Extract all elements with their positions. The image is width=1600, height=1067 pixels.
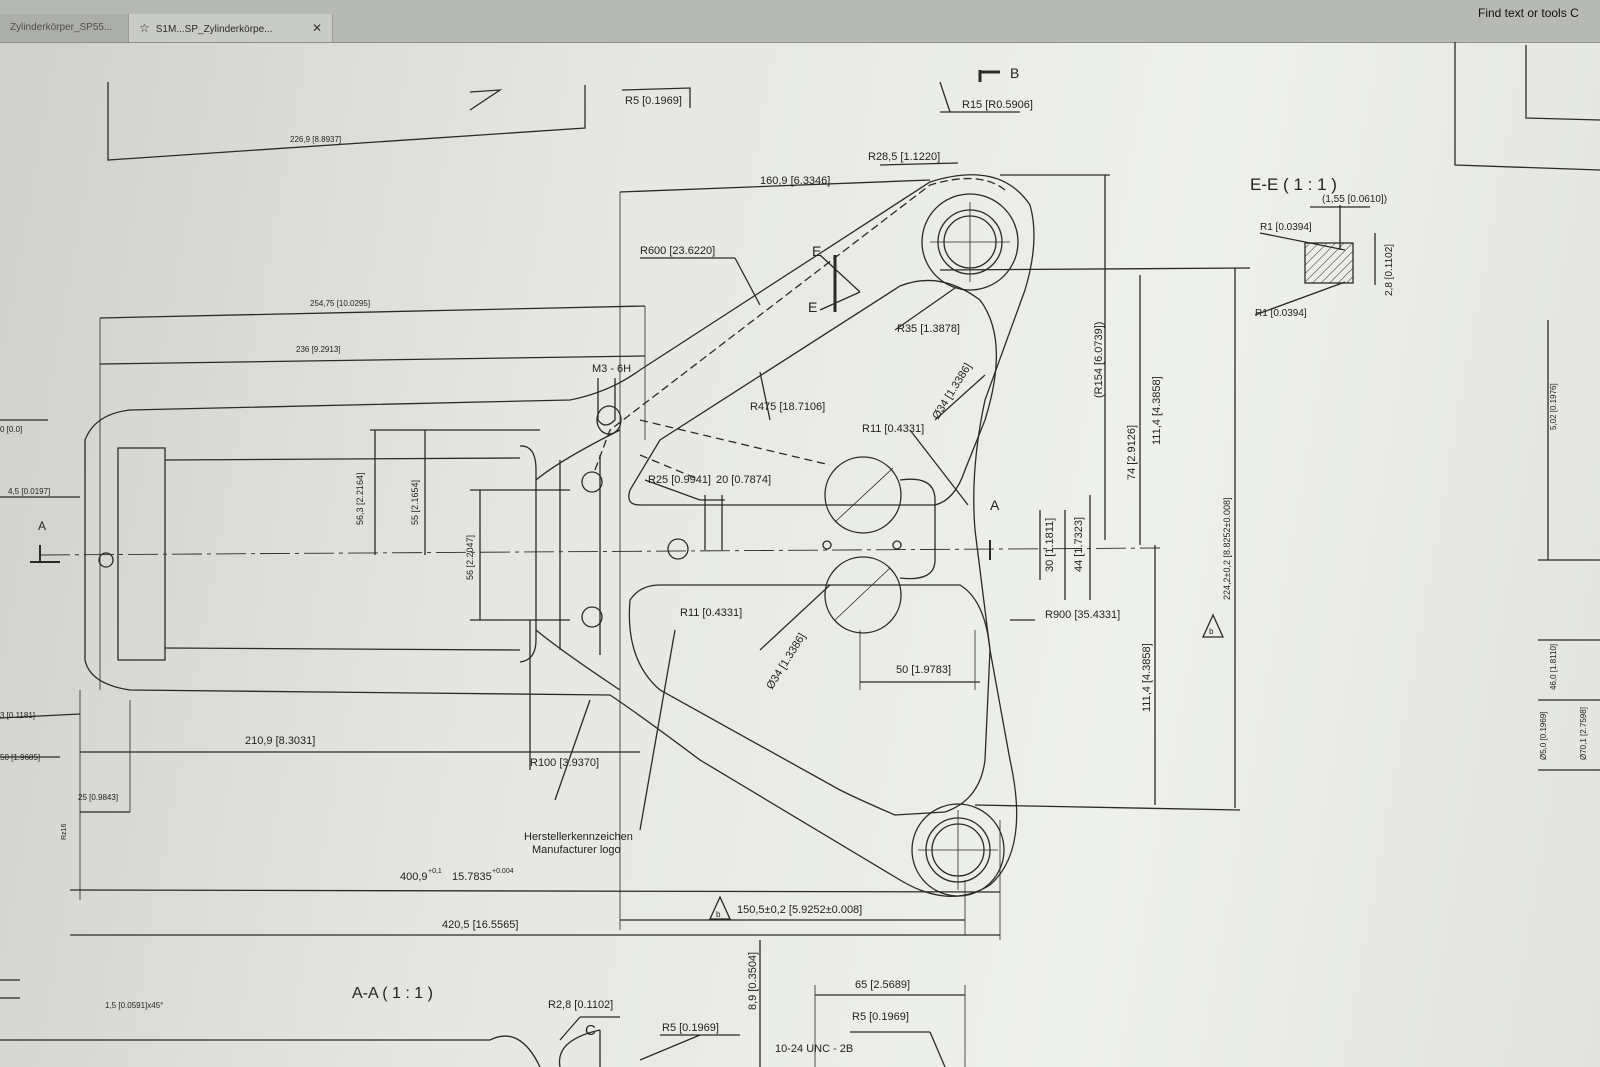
- dim-56-3: 56,3 [2.2164]: [355, 472, 365, 525]
- dim-400-9-tol: +0,1: [428, 868, 442, 875]
- dim-r35: R35 [1.3878]: [897, 323, 960, 335]
- dim-420-5: 420,5 [16.5565]: [442, 919, 518, 931]
- dim-400-9-inch-tol: +0.004: [492, 868, 514, 875]
- close-icon[interactable]: ✕: [311, 21, 322, 35]
- section-mark-e-bottom: E: [808, 299, 817, 315]
- datum-b-label-2: b: [716, 910, 721, 919]
- dim-aa-8-9: 8,9 [0.3504]: [747, 952, 759, 1010]
- dim-224-2: 224,2±0,2 [8.8252±0.008]: [1222, 498, 1232, 600]
- dim-56: 56 [2.2047]: [465, 535, 475, 580]
- dim-400-9-inch: 15.7835: [452, 871, 492, 883]
- dim-ee-r1-bottom: R1 [0.0394]: [1255, 308, 1307, 319]
- dim-r25: R25 [0.9941]: [648, 474, 711, 486]
- dim-50: 50 [1.9783]: [896, 664, 951, 676]
- right-strip-v2: 46,0 [1.8110]: [1549, 644, 1558, 690]
- dim-210-9: 210,9 [8.3031]: [245, 735, 315, 747]
- dim-r154: (R154 [6.0739]): [1093, 322, 1105, 398]
- find-tools-search[interactable]: Find text or tools C: [1478, 6, 1579, 20]
- dim-aa-r5-a: R5 [0.1969]: [662, 1022, 719, 1034]
- dim-ee-r1-top: R1 [0.0394]: [1260, 222, 1312, 233]
- thread-m3: M3 - 6H: [592, 363, 631, 375]
- dim-r11-bottom: R11 [0.4331]: [680, 607, 742, 619]
- dim-74: 74 [2.9126]: [1126, 425, 1138, 480]
- dim-ee-1-55: (1,55 [0.0610]): [1322, 194, 1387, 205]
- right-strip-v4: Ø70,1 [2.7598]: [1579, 707, 1588, 760]
- label-manufacturer-logo-de: Herstellerkennzeichen: [524, 831, 633, 843]
- dim-left-3: 3 [0.1181]: [0, 711, 35, 720]
- search-icon: C: [1570, 6, 1579, 20]
- dim-236: 236 [9.2913]: [296, 345, 340, 354]
- dim-150-5: 150,5±0,2 [5.9252±0.008]: [737, 904, 862, 916]
- dim-ee-2-8: 2,8 [0.1102]: [1384, 244, 1395, 296]
- dim-r11-top: R11 [0.4331]: [862, 423, 924, 435]
- dim-30: 30 [1.1811]: [1044, 518, 1056, 572]
- dim-r28-5: R28,5 [1.1220]: [868, 151, 940, 163]
- tab-document-1[interactable]: Zylinderkörper_SP55...: [0, 14, 128, 42]
- dim-r600: R600 [23.6220]: [640, 245, 715, 257]
- tab-bar: Zylinderkörper_SP55... ☆ S1M...SP_Zylinde…: [0, 0, 1600, 43]
- detail-c-label: C: [585, 1022, 596, 1039]
- dim-25: 25 [0.9843]: [78, 793, 118, 802]
- dim-aa-chamfer: 1,5 [0.0591]x45°: [105, 1001, 163, 1010]
- dim-aa-65: 65 [2.5689]: [855, 979, 910, 991]
- roughness-rz: Rz16: [61, 824, 68, 840]
- dim-r5-top: R5 [0.1969]: [625, 95, 682, 107]
- label-manufacturer-logo-en: Manufacturer logo: [532, 844, 621, 856]
- dim-400-9: 400,9: [400, 871, 428, 883]
- section-mark-a-left: A: [38, 519, 46, 533]
- dim-44: 44 [1.7323]: [1073, 517, 1085, 572]
- technical-drawing-page: R5 [0.1969] R15 [R0.5906] B 226,9 [8.893…: [0, 42, 1600, 1067]
- dim-r900: R900 [35.4331]: [1045, 609, 1120, 621]
- dim-160-9: 160,9 [6.3346]: [760, 175, 830, 187]
- section-mark-e-top: E: [812, 243, 821, 259]
- dim-left-box: 0 [0.0]: [0, 425, 22, 434]
- dim-left-50: 50 [1.9685]: [0, 753, 40, 762]
- dim-aa-r2-8: R2,8 [0.1102]: [548, 999, 613, 1011]
- section-label-b: B: [1010, 65, 1019, 81]
- find-tools-label: Find text or tools: [1478, 6, 1567, 20]
- dim-r475: R475 [18.7106]: [750, 401, 825, 413]
- star-icon: ☆: [139, 21, 150, 35]
- dim-254-75: 254,75 [10.0295]: [310, 299, 370, 308]
- dim-55: 55 [2.1654]: [410, 480, 420, 525]
- right-strip-v1: 5,02 [0.1976]: [1549, 383, 1558, 430]
- dim-aa-r5-b: R5 [0.1969]: [852, 1011, 909, 1023]
- tab-label: Zylinderkörper_SP55...: [10, 22, 113, 33]
- dim-111-4-top: 111,4 [4.3858]: [1151, 376, 1163, 445]
- tab-document-2[interactable]: ☆ S1M...SP_Zylinderkörpe... ✕: [128, 14, 333, 42]
- section-aa-title: A-A ( 1 : 1 ): [352, 985, 433, 1002]
- tab-label: S1M...SP_Zylinderkörpe...: [155, 24, 273, 35]
- drawing-canvas: R5 [0.1969] R15 [R0.5906] B 226,9 [8.893…: [0, 42, 1600, 1067]
- dim-r100: R100 [3.9370]: [530, 757, 599, 769]
- dim-left-4-5: 4,5 [0.0197]: [8, 487, 50, 496]
- section-ee-title: E-E ( 1 : 1 ): [1250, 175, 1337, 194]
- datum-b-label: b: [1209, 627, 1214, 636]
- dim-226: 226,9 [8.8937]: [290, 135, 341, 144]
- right-strip-v3: Ø5,0 [0.1969]: [1539, 712, 1548, 760]
- thread-10-24-unc: 10-24 UNC - 2B: [775, 1043, 853, 1055]
- dim-111-4-bottom: 111,4 [4.3858]: [1141, 643, 1153, 712]
- dim-20: 20 [0.7874]: [716, 474, 771, 486]
- section-mark-a-right: A: [990, 497, 1000, 513]
- dim-r15-top: R15 [R0.5906]: [962, 99, 1033, 111]
